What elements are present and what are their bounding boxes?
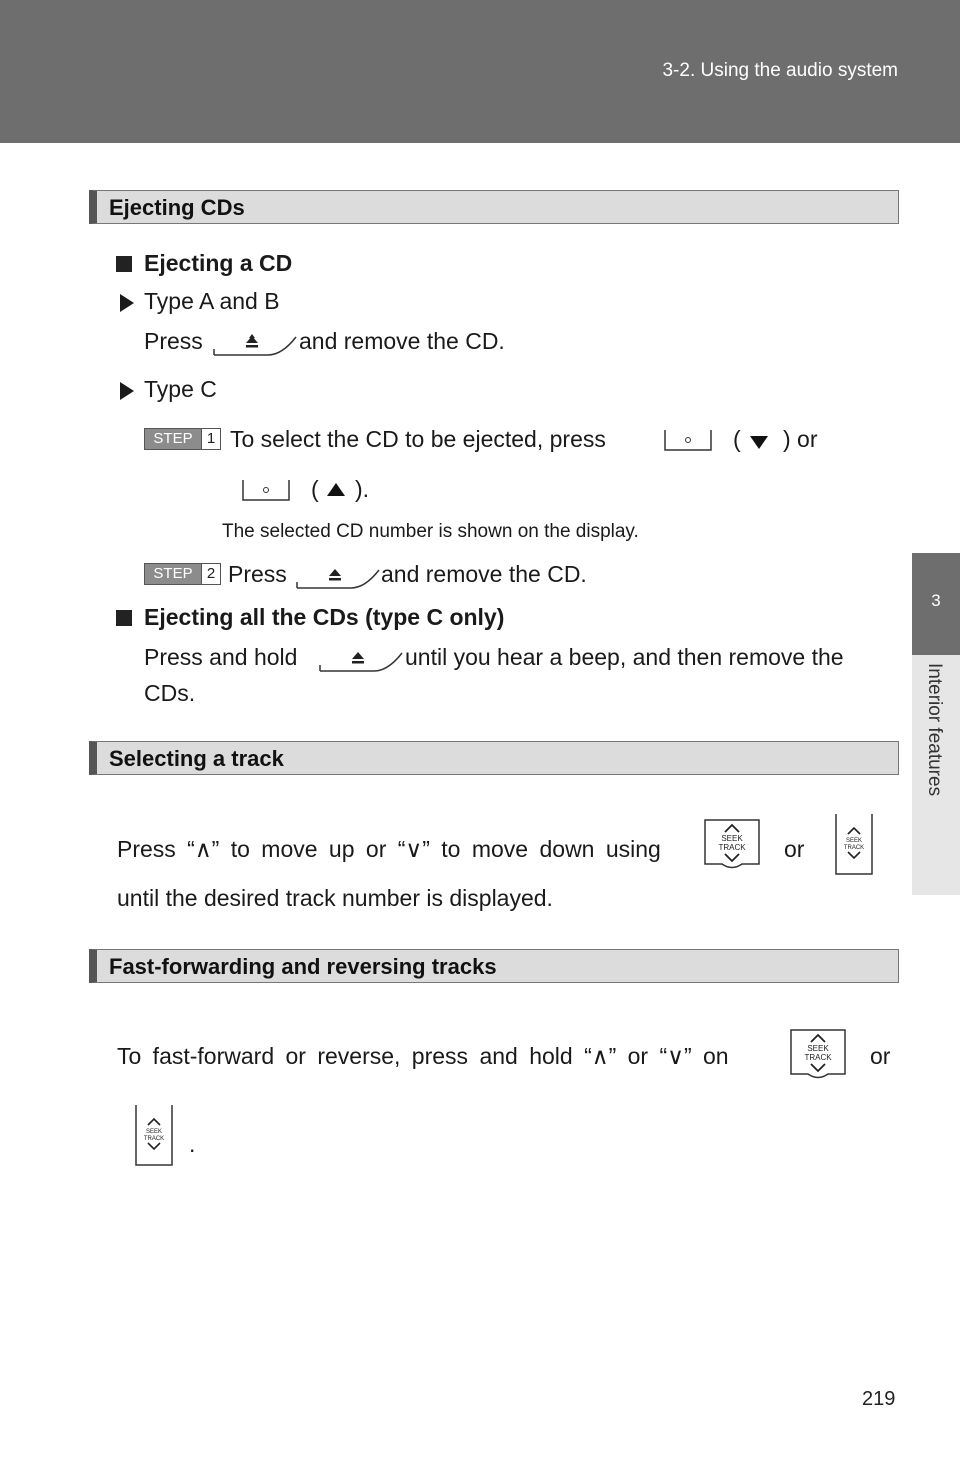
chapter-label: Interior features: [924, 663, 945, 797]
step-number: 1: [201, 429, 220, 449]
selecting-line2: until the desired track number is displa…: [117, 885, 553, 911]
press-text: Press: [144, 328, 203, 354]
step-1-badge: STEP 1: [144, 428, 221, 450]
eject-button-icon: [319, 652, 403, 672]
paren-open: (: [733, 426, 741, 452]
page-header: 3-2. Using the audio system: [0, 0, 960, 143]
seek-track-wide-button-icon: SEEK TRACK: [704, 819, 760, 869]
bullet-square-icon: [116, 256, 132, 272]
arrow-bullet-icon: [120, 294, 134, 312]
eject-button-icon: [213, 334, 297, 356]
remove-cd-text: and remove the CD.: [299, 328, 505, 354]
svg-text:TRACK: TRACK: [844, 845, 864, 851]
fastforward-or: or: [870, 1043, 891, 1069]
seek-track-tall-button-icon: SEEK TRACK: [135, 1105, 173, 1166]
svg-text:SEEK: SEEK: [146, 1129, 162, 1135]
step-label: STEP: [145, 429, 201, 449]
selecting-line1: Press “∧” to move up or “∨” to move down…: [117, 836, 661, 862]
hold-text-line2: CDs.: [144, 680, 196, 706]
step-2-press: Press: [228, 561, 287, 587]
svg-text:SEEK: SEEK: [846, 838, 862, 844]
page-number: 219: [862, 1388, 896, 1410]
hold-text-a: Press and hold: [144, 644, 298, 670]
paren-close-dot: ).: [355, 476, 370, 502]
subheading-eject-all: Ejecting all the CDs (type C only): [144, 604, 505, 630]
paren-close-or: ) or: [783, 426, 818, 452]
bullet-square-icon: [116, 610, 132, 626]
chapter-label-tab: Interior features: [912, 655, 960, 895]
subheading-ejecting-cd: Ejecting a CD: [144, 250, 293, 276]
section-heading-ejecting: Ejecting CDs: [89, 190, 899, 224]
section-title: Ejecting CDs: [109, 195, 245, 220]
svg-text:SEEK: SEEK: [807, 1044, 829, 1053]
svg-text:TRACK: TRACK: [804, 1053, 832, 1062]
section-title: Fast-forwarding and reversing tracks: [109, 954, 497, 979]
arrow-bullet-icon: [120, 382, 134, 400]
disc-up-button-icon: [242, 480, 290, 501]
fastforward-line1: To fast-forward or reverse, press and ho…: [117, 1043, 729, 1069]
header-section-title: 3-2. Using the audio system: [662, 60, 898, 81]
paren-open-2: (: [311, 476, 319, 502]
triangle-up-icon: [327, 483, 345, 496]
selecting-or: or: [784, 836, 805, 862]
step-1-text: To select the CD to be ejected, press: [230, 426, 606, 452]
step-label: STEP: [145, 564, 201, 584]
section-heading-selecting: Selecting a track: [89, 741, 899, 775]
hold-text-b: until you hear a beep, and then remove t…: [405, 644, 844, 670]
triangle-down-icon: [750, 436, 768, 449]
eject-button-icon: [296, 569, 380, 589]
svg-text:SEEK: SEEK: [721, 834, 743, 843]
seek-track-tall-button-icon: SEEK TRACK: [835, 814, 873, 875]
type-c-label: Type C: [144, 376, 217, 402]
svg-text:TRACK: TRACK: [718, 843, 746, 852]
section-heading-fastforward: Fast-forwarding and reversing tracks: [89, 949, 899, 983]
chapter-number-tab: 3: [912, 553, 960, 655]
step-number: 2: [201, 564, 220, 584]
seek-track-wide-button-icon: SEEK TRACK: [790, 1029, 846, 1079]
section-title: Selecting a track: [109, 746, 284, 771]
disc-down-button-icon: [664, 430, 712, 451]
fastforward-period: .: [189, 1131, 196, 1157]
step-2-badge: STEP 2: [144, 563, 221, 585]
svg-text:TRACK: TRACK: [144, 1136, 164, 1142]
display-note: The selected CD number is shown on the d…: [222, 521, 639, 542]
step-2-remove: and remove the CD.: [381, 561, 587, 587]
type-ab-label: Type A and B: [144, 288, 280, 314]
